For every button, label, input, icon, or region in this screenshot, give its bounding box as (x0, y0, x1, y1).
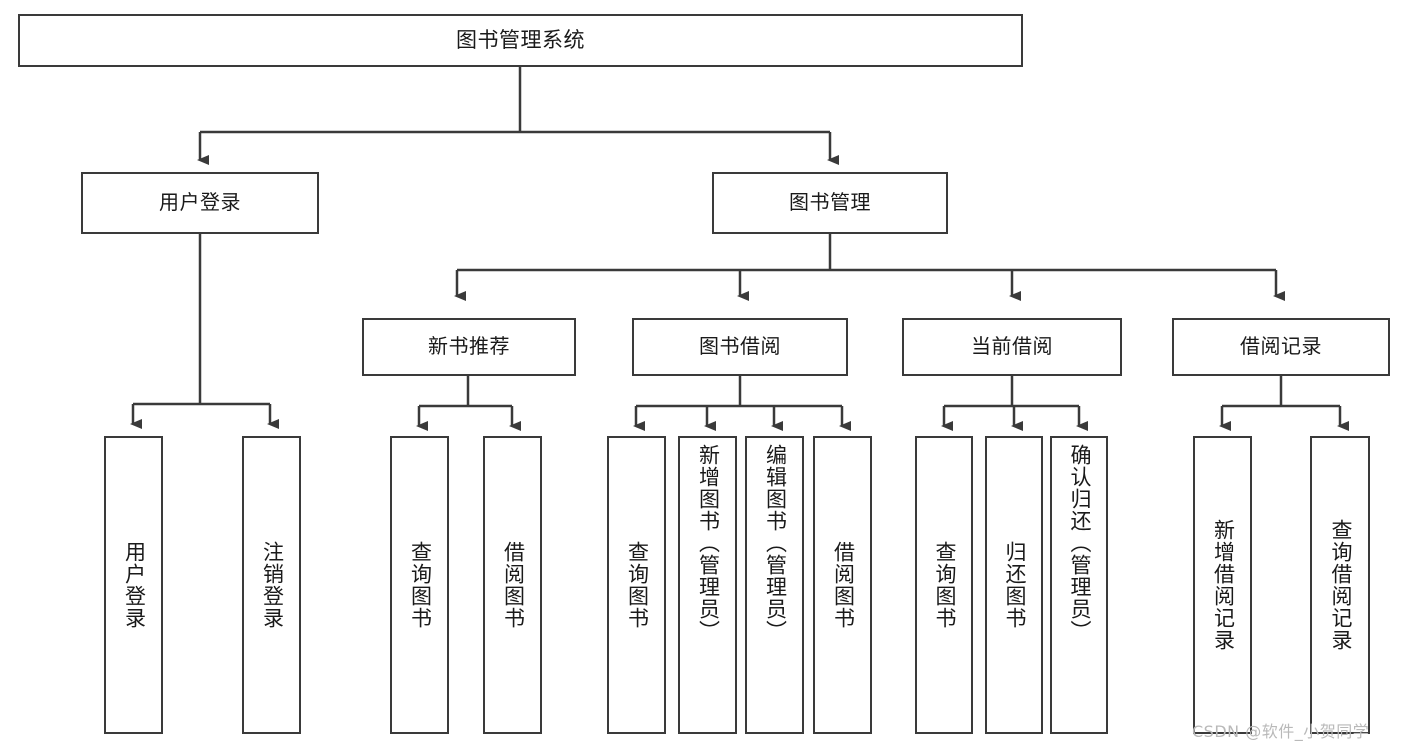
watermark: CSDN @软件_小贺同学 (1192, 722, 1370, 741)
node-label: 借阅记录 (1240, 334, 1322, 359)
node-label: 查询图书 (932, 541, 957, 629)
leaf-edit-book-admin[interactable]: 编辑图书（管理员） (745, 436, 804, 734)
node-label: 新增图书（管理员） (696, 444, 721, 642)
node-label: 图书管理 (789, 190, 871, 215)
leaf-query-borrow-record[interactable]: 查询借阅记录 (1310, 436, 1370, 734)
node-label: 图书管理系统 (456, 28, 585, 53)
node-user-login[interactable]: 用户登录 (81, 172, 319, 234)
leaf-query-books-borrow[interactable]: 查询图书 (607, 436, 666, 734)
leaf-return-books[interactable]: 归还图书 (985, 436, 1043, 734)
node-book-management[interactable]: 图书管理 (712, 172, 948, 234)
node-label: 借阅图书 (501, 541, 526, 629)
node-current-borrow[interactable]: 当前借阅 (902, 318, 1122, 376)
leaf-confirm-return-admin[interactable]: 确认归还（管理员） (1050, 436, 1108, 734)
node-book-borrow[interactable]: 图书借阅 (632, 318, 848, 376)
node-label: 归还图书 (1002, 541, 1027, 629)
node-label: 图书借阅 (699, 334, 781, 359)
node-label: 确认归还（管理员） (1067, 444, 1092, 642)
node-label: 查询图书 (408, 541, 433, 629)
node-label: 当前借阅 (971, 334, 1053, 359)
node-label: 借阅图书 (831, 541, 856, 629)
node-label: 查询图书 (625, 541, 650, 629)
node-label: 新书推荐 (428, 334, 510, 359)
node-label: 新增借阅记录 (1211, 519, 1236, 651)
leaf-user-login[interactable]: 用户登录 (104, 436, 163, 734)
node-borrow-record[interactable]: 借阅记录 (1172, 318, 1390, 376)
leaf-borrow-books[interactable]: 借阅图书 (813, 436, 872, 734)
node-new-book-recommend[interactable]: 新书推荐 (362, 318, 576, 376)
node-root-system[interactable]: 图书管理系统 (18, 14, 1023, 67)
node-label: 用户登录 (159, 190, 241, 215)
node-label: 编辑图书（管理员） (763, 444, 788, 642)
leaf-query-books-current[interactable]: 查询图书 (915, 436, 973, 734)
leaf-logout[interactable]: 注销登录 (242, 436, 301, 734)
node-label: 用户登录 (122, 541, 147, 629)
leaf-add-book-admin[interactable]: 新增图书（管理员） (678, 436, 737, 734)
leaf-query-books-recommend[interactable]: 查询图书 (390, 436, 449, 734)
leaf-borrow-books-recommend[interactable]: 借阅图书 (483, 436, 542, 734)
node-label: 注销登录 (260, 541, 285, 629)
leaf-add-borrow-record[interactable]: 新增借阅记录 (1193, 436, 1252, 734)
node-label: 查询借阅记录 (1328, 519, 1353, 651)
